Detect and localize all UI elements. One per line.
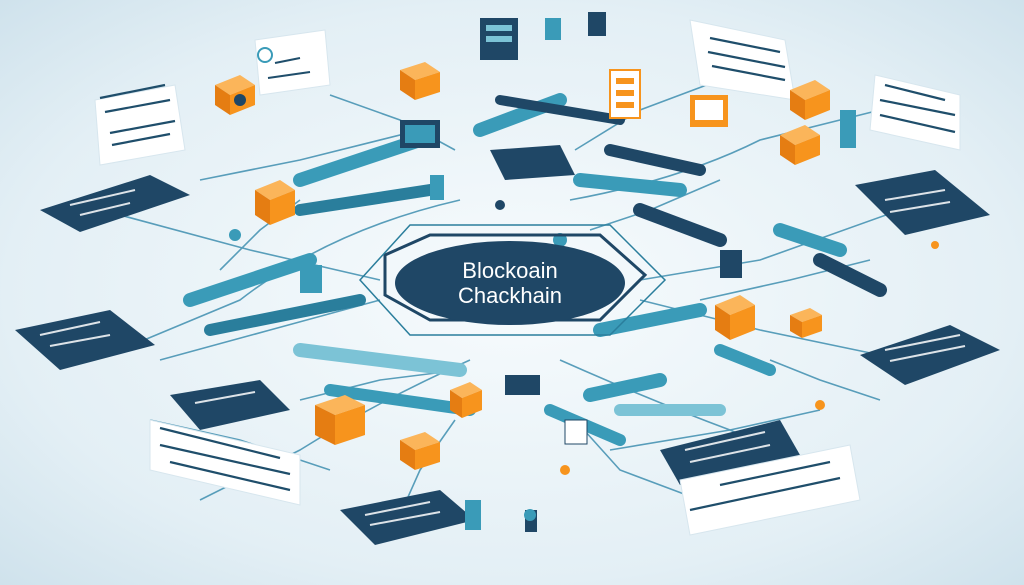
block-cubes [215,62,830,470]
node-dot [495,200,505,210]
central-hub: Blockoain Chackhain [358,224,667,336]
pipe-segment [583,373,667,402]
dark-label-panels [15,145,1000,545]
pipe-segment [714,344,776,376]
pipe-segment [604,144,706,176]
pipe-segment [633,203,727,247]
device-icon [564,419,588,445]
device-icon [840,110,856,148]
orange-block-icon [255,180,295,225]
pipe-segment [813,253,887,297]
label-card [689,19,796,101]
device-icon [300,265,322,293]
hub-title-line2: Chackhain [458,283,562,308]
pipe-segment [773,223,847,257]
hub-title-line1: Blockoain [462,258,557,283]
device-icon [545,18,561,40]
pipe-segment [593,303,707,337]
node-dot [524,509,536,521]
node-dot [931,241,939,249]
dark-panel [490,145,575,180]
pipe-segment [183,253,317,307]
orange-block-icon [790,308,822,338]
label-card [869,74,961,151]
dark-panel [40,175,190,232]
label-card [149,419,301,506]
node-dot [815,400,825,410]
dark-panel [860,325,1000,385]
orange-block-icon [215,75,255,115]
device-icon [465,500,481,530]
device-icon [430,175,444,200]
device-icon [588,12,606,36]
node-dot [257,47,273,63]
pipe-segment [324,384,476,416]
orange-block-icon [400,432,440,470]
label-card [254,29,331,96]
device-icon [505,375,540,395]
dark-panel [855,170,990,235]
orange-block-icon [780,125,820,165]
node-dot [229,229,241,241]
orange-block-icon [400,62,440,100]
orange-block-icon [450,382,482,418]
pipe-segment [204,294,366,336]
orange-block-icon [790,80,830,120]
pipe-segment [495,95,625,125]
dark-panel [170,380,290,430]
pipe-segment [573,173,687,197]
node-dot [234,94,246,106]
pipe-network [183,93,887,446]
device-icons [229,12,939,532]
pipe-segment [294,184,436,216]
label-card [94,83,186,166]
orange-block-icon [715,295,755,340]
device-icon [720,250,742,278]
pipe-segment [293,343,467,377]
label-card [679,444,861,536]
orange-block-icon [315,395,365,445]
node-dot [560,465,570,475]
